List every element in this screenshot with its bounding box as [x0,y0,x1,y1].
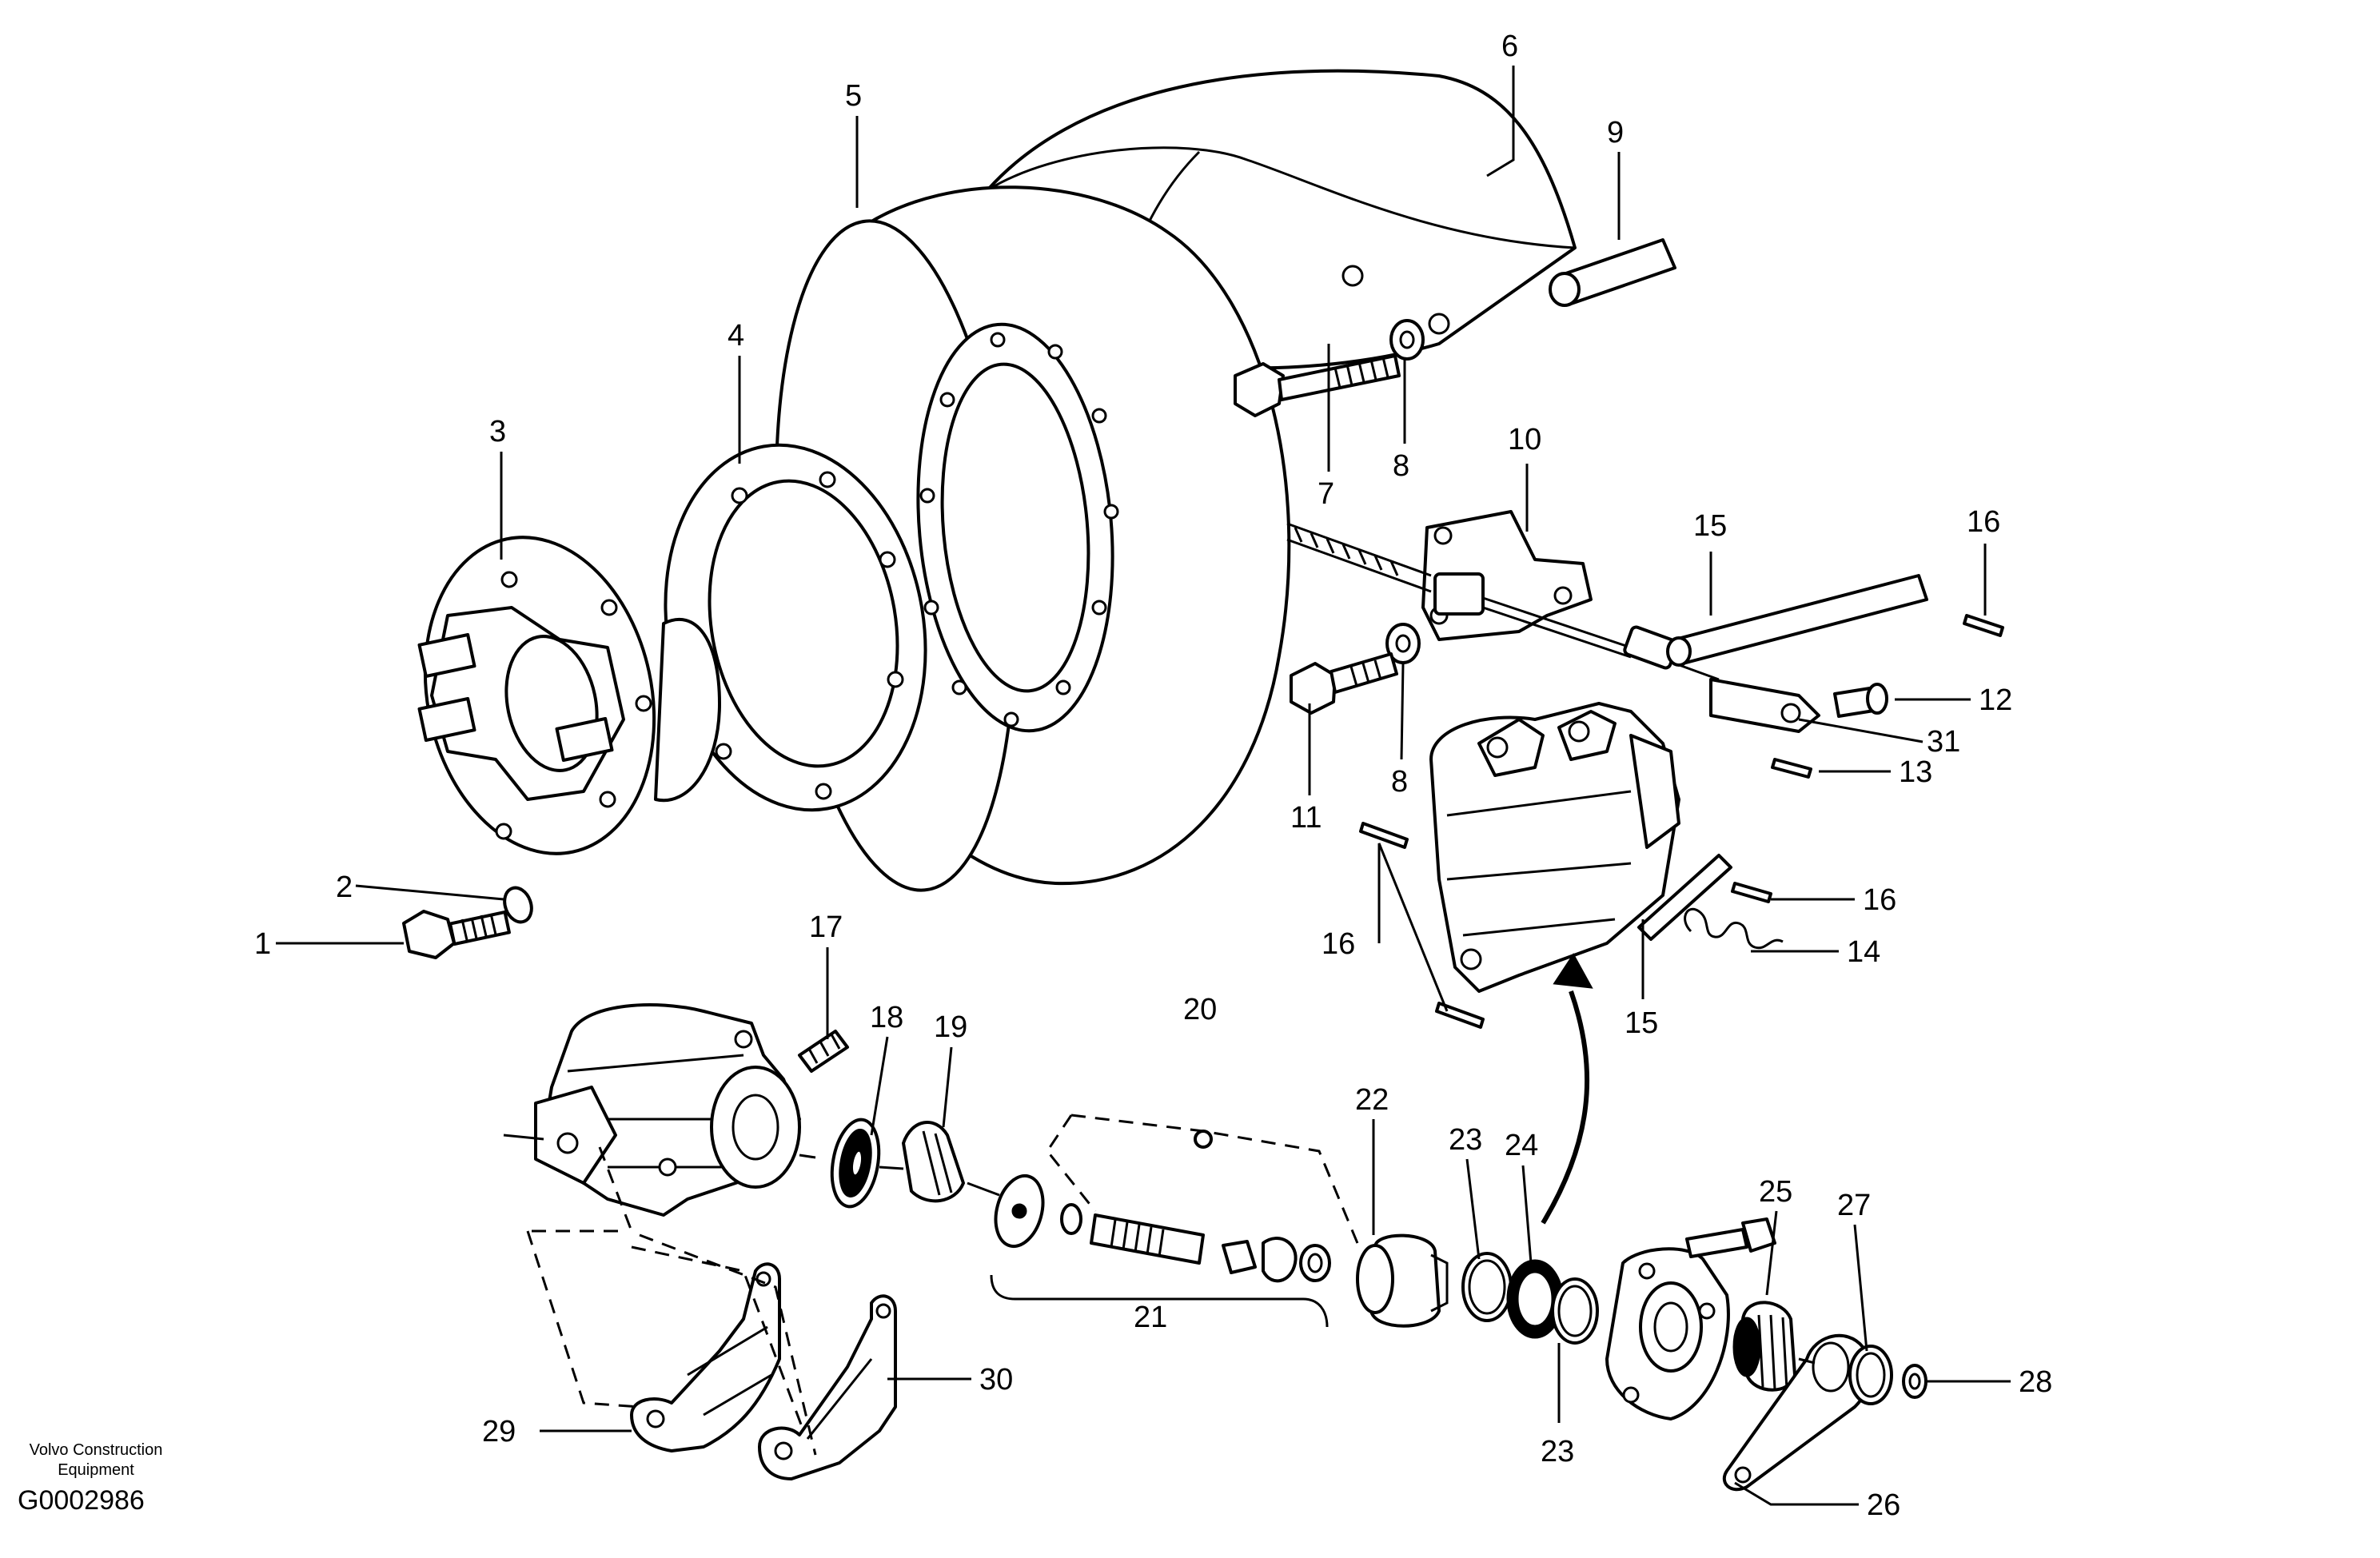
callout-22: 22 [1355,1083,1389,1117]
callout-8-lower: 8 [1391,765,1408,799]
callout-13: 13 [1899,755,1932,789]
cable-bracket [1286,510,1720,681]
callout-29: 29 [482,1415,516,1448]
callout-30: 30 [979,1363,1013,1397]
guard-pin [1549,238,1676,307]
pivot-pin-lower [1637,854,1732,941]
callout-16-top: 16 [1967,505,2000,539]
callout-28: 28 [2019,1365,2052,1399]
callout-7: 7 [1318,477,1334,511]
callout-25: 25 [1759,1175,1792,1209]
end-washer [1902,1364,1928,1399]
return-spring [1684,908,1784,950]
lock-washer [503,886,533,924]
callout-1: 1 [254,927,271,961]
brake-pad [630,1262,781,1452]
callout-26: 26 [1867,1488,1900,1522]
callout-27: 27 [1837,1189,1871,1222]
clevis-pin [1833,683,1888,718]
credit-line-1: Volvo Construction [30,1441,163,1459]
cotter-pin-16c [1359,822,1409,849]
callout-24: 24 [1505,1129,1538,1162]
cotter-pin-16a [1963,614,2004,637]
assembly-arrow [1541,953,1593,1225]
cover-bolt [1685,1217,1776,1258]
caliper-bolt [1290,652,1398,715]
pad-bracket [758,1294,897,1480]
callout-15-lower: 15 [1625,1006,1658,1040]
cotter-pin-16d [1435,1002,1485,1029]
callout-11: 11 [1290,801,1322,835]
figure-id: G0002986 [18,1485,145,1516]
check-ball [1194,1130,1213,1149]
piston-assembly [990,1173,1331,1328]
caliper-assembly [1429,702,1680,993]
callout-17: 17 [809,910,843,944]
callout-5: 5 [845,79,862,113]
callout-20: 20 [1183,993,1217,1026]
long-bolt [1234,354,1401,417]
cover-plate [1605,1247,1730,1421]
spacer-ring [664,443,927,812]
callout-9: 9 [1607,116,1624,149]
needle-bearing [1732,1301,1796,1392]
o-ring-23-left [1461,1252,1513,1322]
caliper-body [534,1003,801,1217]
callout-16-right: 16 [1863,883,1896,917]
clevis-fork [1709,678,1820,733]
cotter-pin-16b [1731,882,1772,903]
callout-16-left: 16 [1322,927,1355,961]
snap-ring [1848,1345,1893,1405]
hub-bolt [402,910,511,959]
callout-19: 19 [934,1010,967,1044]
dust-boot [902,1121,965,1203]
credit-line-2: Equipment [58,1461,134,1479]
pad-dashed-guides [526,1146,817,1456]
callout-23-upper: 23 [1449,1123,1482,1157]
callout-21: 21 [1134,1301,1167,1334]
callout-12: 12 [1979,683,2012,717]
o-ring-23-right [1551,1277,1599,1345]
callout-18: 18 [870,1001,903,1034]
pivot-pin-upper [1666,574,1928,667]
cotter-pin-13 [1771,758,1812,779]
assembly-axis [503,1134,1816,1365]
callout-6: 6 [1501,30,1518,63]
callout-8-upper: 8 [1393,449,1409,483]
callout-3: 3 [489,415,506,448]
callout-31: 31 [1927,725,1960,759]
adjuster-sleeve [1356,1233,1449,1328]
bleed-screw [798,1030,849,1073]
callout-labels: 1 2 3 4 5 6 7 8 8 9 10 11 12 13 14 15 15… [254,30,2052,1522]
callout-23-lower: 23 [1541,1435,1574,1468]
piston-seal [830,1118,881,1209]
callout-15-upper: 15 [1693,509,1727,543]
callout-2: 2 [336,871,353,904]
leader-lines [276,66,2011,1506]
flange-hub [417,536,721,855]
washer-upper [1389,319,1425,361]
callout-4: 4 [728,319,744,353]
callout-10: 10 [1508,423,1541,456]
washer-lower [1385,623,1421,664]
callout-14: 14 [1847,935,1880,969]
disc-bolt-holes [919,332,1119,727]
